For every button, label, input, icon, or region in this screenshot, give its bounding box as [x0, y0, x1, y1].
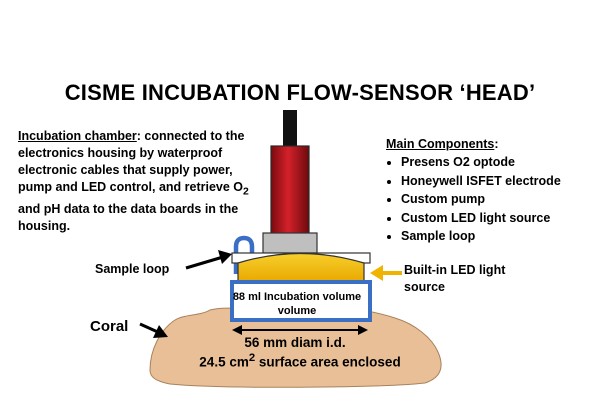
- incubation-chamber-heading: Incubation chamber: [18, 129, 137, 143]
- sample-loop-tube: [233, 235, 255, 274]
- component-item: Honeywell ISFET electrode: [401, 172, 596, 191]
- component-item: Presens O2 optode: [401, 153, 596, 172]
- sensor-collar: [262, 232, 318, 254]
- main-components-heading: Main Components: [386, 137, 495, 151]
- surface-area-value: 24.5 cm: [199, 354, 249, 370]
- sensor-body: [270, 145, 310, 235]
- main-components-list: Presens O2 optode Honeywell ISFET electr…: [386, 153, 596, 246]
- main-components-colon: :: [494, 137, 499, 151]
- surface-area-text: surface area enclosed: [255, 354, 401, 370]
- diameter-label: 56 mm diam i.d.: [244, 335, 346, 350]
- main-components-panel: Main Components: Presens O2 optode Honey…: [386, 136, 596, 246]
- incubation-chamber-description: Incubation chamber: connected to the ele…: [18, 128, 258, 235]
- component-item: Sample loop: [401, 227, 596, 246]
- sample-loop-arrow: [185, 250, 232, 270]
- incubation-volume-label: 88 ml Incubation volume volume: [232, 291, 362, 317]
- led-dome: [237, 252, 365, 283]
- led-arrow: [370, 265, 402, 281]
- sensor-rod: [283, 110, 297, 146]
- diameter-arrow: [232, 325, 368, 335]
- coral-arrow: [139, 322, 168, 338]
- o2-subscript: 2: [243, 186, 249, 198]
- chamber-walls: [230, 280, 372, 322]
- component-item: Custom pump: [401, 190, 596, 209]
- led-light-source-label: Built-in LED light source: [404, 263, 506, 294]
- sample-loop-label: Sample loop: [95, 262, 170, 276]
- coral-label: Coral: [90, 318, 129, 335]
- surface-area-label: 24.5 cm2 surface area enclosed: [160, 352, 440, 370]
- component-item: Custom LED light source: [401, 209, 596, 228]
- surface-area-superscript: 2: [248, 352, 256, 364]
- coral-mound: [149, 305, 442, 388]
- incubation-chamber-text: : connected to the electronics housing b…: [18, 129, 245, 194]
- diagram-title: CISME INCUBATION FLOW-SENSOR ‘HEAD’: [64, 80, 536, 105]
- incubation-chamber-text-end: and pH data to the data boards in the ho…: [18, 201, 239, 233]
